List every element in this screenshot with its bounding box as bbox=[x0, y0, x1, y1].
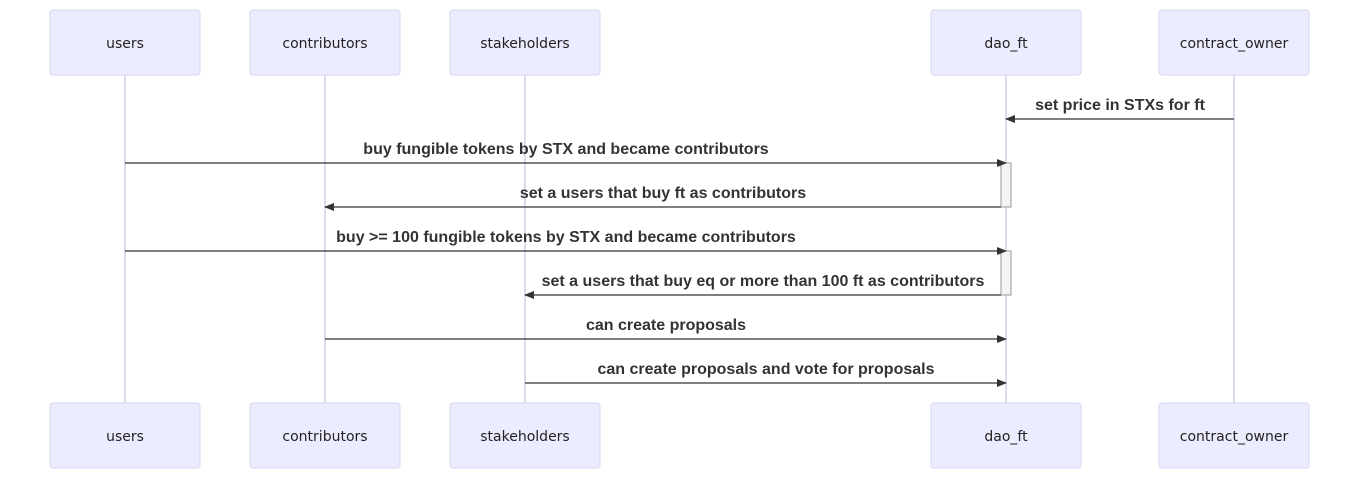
message-buy-100-tokens: buy >= 100 fungible tokens by STX and be… bbox=[125, 229, 1007, 255]
actor-stakeholders-top: stakeholders bbox=[449, 9, 601, 76]
actor-contract-owner-top: contract_owner bbox=[1158, 9, 1310, 76]
actor-users-top: users bbox=[49, 9, 201, 76]
actor-label: stakeholders bbox=[480, 429, 569, 445]
actor-label: contract_owner bbox=[1180, 36, 1289, 52]
actor-dao-ft-bottom: dao_ft bbox=[930, 402, 1082, 469]
message-set-stakeholders: set a users that buy eq or more than 100… bbox=[524, 273, 1001, 299]
actor-label: users bbox=[106, 36, 144, 52]
actor-users-bottom: users bbox=[49, 402, 201, 469]
actor-label: dao_ft bbox=[984, 36, 1028, 52]
actor-dao-ft-top: dao_ft bbox=[930, 9, 1082, 76]
actor-label: contributors bbox=[282, 429, 367, 445]
message-label: set a users that buy ft as contributors bbox=[520, 185, 806, 202]
actor-label: dao_ft bbox=[984, 429, 1028, 445]
actor-label: users bbox=[106, 429, 144, 445]
actor-label: contract_owner bbox=[1180, 429, 1289, 445]
message-label: set a users that buy eq or more than 100… bbox=[542, 273, 985, 290]
actor-contributors-top: contributors bbox=[249, 9, 401, 76]
message-label: can create proposals and vote for propos… bbox=[598, 361, 935, 378]
actor-label: stakeholders bbox=[480, 36, 569, 52]
message-buy-fungible-tokens: buy fungible tokens by STX and became co… bbox=[125, 141, 1007, 167]
message-set-contributors: set a users that buy ft as contributors bbox=[324, 185, 1001, 211]
message-label: can create proposals bbox=[586, 317, 746, 334]
activation-dao-ft-1 bbox=[1000, 162, 1012, 208]
actor-label: contributors bbox=[282, 36, 367, 52]
message-contributors-create-proposals: can create proposals bbox=[325, 317, 1007, 343]
actor-stakeholders-bottom: stakeholders bbox=[449, 402, 601, 469]
message-label: set price in STXs for ft bbox=[1035, 97, 1205, 114]
message-set-price: set price in STXs for ft bbox=[1005, 97, 1234, 123]
actor-contract-owner-bottom: contract_owner bbox=[1158, 402, 1310, 469]
actor-contributors-bottom: contributors bbox=[249, 402, 401, 469]
activation-dao-ft-2 bbox=[1000, 250, 1012, 296]
message-label: buy >= 100 fungible tokens by STX and be… bbox=[336, 229, 796, 246]
message-stakeholders-create-vote: can create proposals and vote for propos… bbox=[525, 361, 1007, 387]
message-label: buy fungible tokens by STX and became co… bbox=[363, 141, 768, 158]
